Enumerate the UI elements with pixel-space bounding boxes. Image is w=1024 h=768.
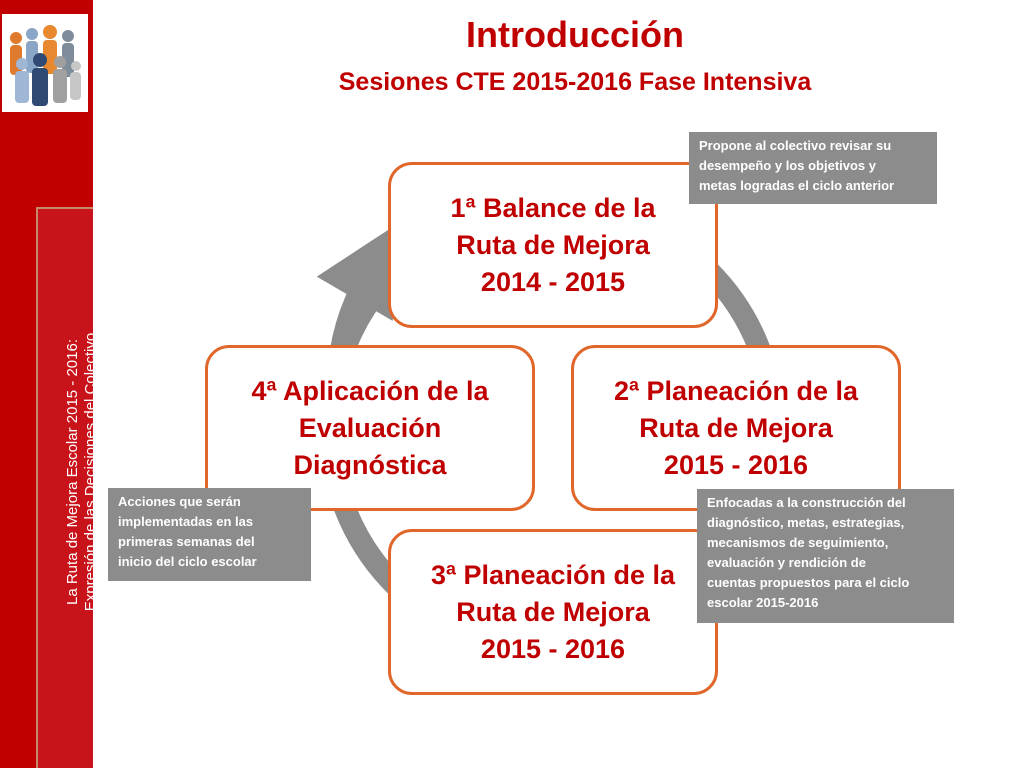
step-1-line-2: Ruta de Mejora — [456, 229, 650, 260]
step-2-planeacion: 2ª Planeación de la Ruta de Mejora 2015 … — [571, 345, 901, 511]
people-group-logo — [2, 14, 88, 112]
step-2-line-3: 2015 - 2016 — [663, 449, 809, 480]
note-top-right-line-1: Propone al colectivo revisar su — [699, 138, 892, 153]
note-bottom-right-line-1: Enfocadas a la construcción del — [707, 495, 906, 510]
step-3-line-1: 3ª Planeación de la — [430, 559, 676, 590]
step-4-line-1: 4ª Aplicación de la — [251, 375, 489, 406]
note-bottom-right-line-3: mecanismos de seguimiento, — [707, 535, 889, 550]
note-top-right: Propone al colectivo revisar su desempeñ… — [689, 132, 937, 204]
people-group-icon — [10, 25, 81, 106]
note-left-line-3: primeras semanas del — [118, 534, 255, 549]
page-title: Introducción — [466, 14, 684, 55]
step-3-line-3: 2015 - 2016 — [480, 633, 626, 664]
sidebar-panel — [36, 207, 93, 768]
step-2-line-2: Ruta de Mejora — [639, 412, 833, 443]
step-1-balance: 1ª Balance de la Ruta de Mejora 2014 - 2… — [388, 162, 718, 328]
note-left-line-2: implementadas en las — [118, 514, 254, 529]
note-bottom-right-line-4: evaluación y rendición de — [707, 555, 866, 570]
step-3-line-2: Ruta de Mejora — [456, 596, 650, 627]
page-subtitle: Sesiones CTE 2015-2016 Fase Intensiva — [338, 68, 812, 96]
note-left-line-1: Acciones que serán — [118, 494, 241, 509]
note-bottom-right-line-6: escolar 2015-2016 — [707, 595, 819, 610]
step-3-planeacion: 3ª Planeación de la Ruta de Mejora 2015 … — [388, 529, 718, 695]
note-top-right-line-3: metas logradas el ciclo anterior — [699, 178, 895, 193]
step-4-line-3: Diagnóstica — [293, 449, 447, 480]
step-2-line-1: 2ª Planeación de la — [613, 375, 859, 406]
note-left: Acciones que serán implementadas en las … — [108, 488, 311, 581]
note-bottom-right-line-5: cuentas propuestos para el ciclo — [707, 575, 910, 590]
step-4-aplicacion: 4ª Aplicación de la Evaluación Diagnósti… — [205, 345, 535, 511]
step-1-line-3: 2014 - 2015 — [480, 266, 626, 297]
note-bottom-right-line-2: diagnóstico, metas, estrategias, — [707, 515, 905, 530]
note-bottom-right: Enfocadas a la construcción del diagnóst… — [697, 489, 954, 623]
step-4-line-2: Evaluación — [298, 412, 442, 443]
step-1-line-1: 1ª Balance de la — [450, 192, 656, 223]
note-left-line-4: inicio del ciclo escolar — [118, 554, 257, 569]
note-top-right-line-2: desempeño y los objetivos y — [699, 158, 876, 173]
